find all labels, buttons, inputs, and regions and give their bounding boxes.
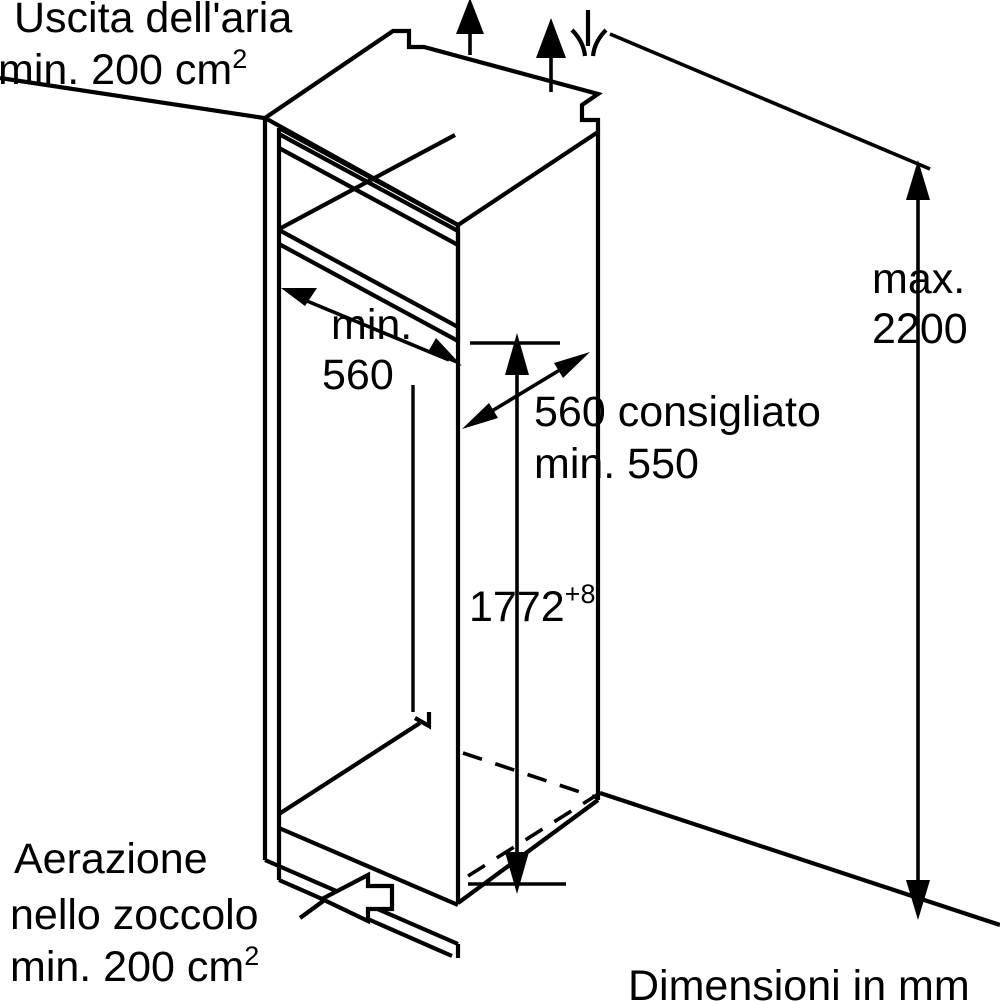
break-line-icon-curve-right — [590, 28, 608, 57]
vent-opening-diagonal — [280, 133, 456, 230]
leader-lines — [0, 32, 931, 920]
hollow-right-arrow-icon-body — [317, 871, 395, 925]
hollow-right-arrow-icon — [317, 871, 395, 925]
cabinet-floor-left-edge — [277, 721, 422, 816]
niche-height-arrow-bottom — [505, 852, 529, 894]
plinth-ventilation-leader — [298, 897, 328, 920]
dimension-total-height — [599, 160, 1000, 927]
cabinet-floor-back-edge — [413, 712, 432, 730]
plinth-ventilation-label-line2: nello zoccolo — [10, 891, 259, 939]
break-symbol-leader-right — [609, 32, 931, 171]
air-outlet-leader — [0, 75, 265, 121]
niche-width-arrow-right — [428, 338, 462, 366]
total-height-ext-bottom — [599, 791, 1000, 927]
break-line-icon — [570, 10, 608, 57]
total-height-label-line1: max. — [872, 255, 965, 303]
niche-width-label-line1: min. — [331, 301, 412, 349]
niche-depth-label-line2: min. 550 — [534, 440, 699, 488]
plinth-ventilation-label-line1: Aerazione — [14, 835, 208, 883]
plinth-ventilation-label-line3: min. 200 cm2 — [10, 941, 259, 991]
cabinet-top-plate — [260, 28, 603, 228]
vent-compartment-top-band-back — [277, 146, 460, 247]
vent-compartment-shelf-front — [277, 228, 460, 329]
break-line-icon-curve-left — [570, 28, 588, 57]
cabinet-floor-front-edge — [278, 826, 459, 907]
niche-width-dim-line — [294, 294, 450, 362]
total-height-arrow-top — [906, 160, 930, 200]
niche-height-arrow-top — [505, 333, 529, 375]
niche-width-label-line2: 560 — [322, 351, 394, 399]
dimension-niche-width — [281, 288, 462, 366]
air-outlet-label-line1: Uscita dell'aria — [14, 0, 292, 42]
niche-width-arrow-left — [281, 288, 317, 306]
niche-depth-label-line1: 560 consigliato — [534, 388, 821, 436]
dimension-niche-height — [468, 333, 566, 894]
niche-depth-arrow-lower-left — [462, 403, 498, 429]
niche-height-label: 1772+8 — [469, 579, 595, 631]
total-height-label-line2: 2200 — [872, 305, 968, 353]
hidden-floor-back-edge — [462, 751, 599, 800]
cabinet-top-inner-edge — [277, 126, 460, 227]
up-arrow-icon-left-head — [456, 0, 484, 34]
cabinet-right-panel-bottom-edge — [456, 798, 600, 905]
hidden-floor-right-edge — [467, 791, 601, 878]
dimension-niche-depth — [462, 352, 590, 429]
niche-depth-arrow-upper-right — [554, 352, 590, 378]
air-outlet-arrows — [456, 0, 566, 92]
air-outlet-label-line2: min. 200 cm2 — [0, 44, 247, 94]
up-arrow-icon-right-head — [536, 18, 566, 58]
units-note: Dimensioni in mm — [628, 962, 970, 1001]
vent-compartment-shelf-back — [277, 242, 460, 343]
